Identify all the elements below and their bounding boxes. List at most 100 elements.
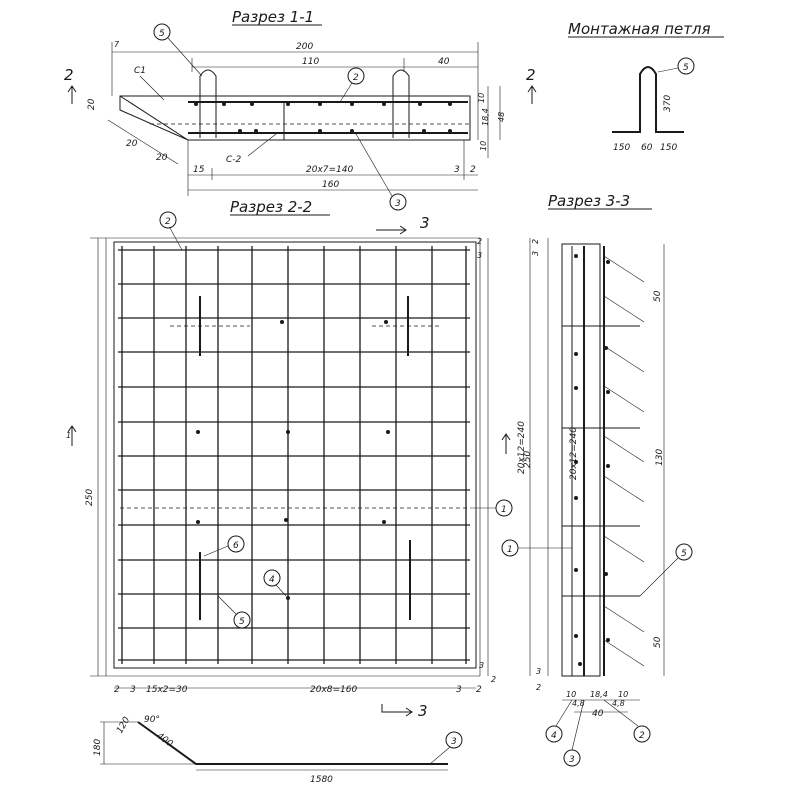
dim-20x12-right: 20х12=240 [517, 421, 527, 474]
cut-arrow [501, 433, 511, 454]
mounting-loop: Монтажная петля 150 60 150 370 5 [568, 20, 724, 153]
cut-marker-2-right: 2 [526, 66, 536, 84]
dim-40: 40 [438, 57, 450, 67]
dim-3-top: 3 [531, 251, 540, 256]
marker-2-circle [159, 211, 177, 229]
dim-10-b: 10 [618, 690, 628, 699]
dim-180: 180 [93, 739, 103, 756]
dim-3: 3 [454, 165, 460, 175]
section-2-2: Разрез 2-2 [66, 198, 527, 720]
leader [355, 133, 393, 197]
label-c1: С1 [134, 66, 146, 76]
section-3-3: Разрез 3-3 [501, 192, 693, 767]
arrow-label-1: 1 [66, 431, 71, 440]
marker-5: 5 [683, 63, 689, 73]
dim-20-bevel-a: 20 [126, 139, 138, 149]
marker-4: 4 [269, 575, 275, 585]
dim-3-bottom-left: 3 [536, 667, 541, 676]
marker-6: 6 [233, 541, 239, 551]
dim-10-right-b: 10 [479, 141, 488, 151]
dim-130: 130 [655, 449, 665, 466]
loop-dim-370: 370 [663, 95, 673, 112]
dim-20x7: 20х7=140 [306, 165, 353, 175]
cut-3-top: 3 [420, 214, 430, 232]
dim-18-4: 18,4 [590, 690, 608, 699]
cut-arrow [67, 425, 77, 446]
leader [247, 133, 277, 157]
rebar-dots [194, 102, 452, 133]
marker-2: 2 [639, 731, 645, 741]
leader [571, 699, 585, 751]
lifting-loop-right [392, 69, 410, 138]
loop-shape [612, 66, 684, 133]
marker-1: 1 [501, 505, 507, 515]
marker-4-circle [263, 569, 281, 587]
cut-arrow-right [527, 85, 537, 104]
leader [603, 699, 639, 727]
loop-dim-60: 60 [641, 143, 653, 153]
dim-3-right-top: 3 [477, 251, 482, 260]
marker-5: 5 [681, 549, 687, 559]
panel-outline [113, 241, 477, 669]
dim-18-4-right: 18,4 [481, 108, 490, 126]
marker-5-circle [153, 23, 171, 41]
dim-20-bevel-b: 20 [156, 153, 168, 163]
marker-3-circle [389, 193, 407, 211]
section-2-2-title: Разрез 2-2 [230, 198, 312, 216]
dim-10-right: 10 [477, 93, 486, 103]
dim-1580: 1580 [310, 775, 333, 785]
dim-3-right-bottom: 3 [479, 661, 484, 670]
marker-2: 2 [353, 73, 359, 83]
leader [169, 227, 183, 251]
cut-marker-2-left: 2 [64, 66, 74, 84]
dim-20x12-left: 20х12=240 [569, 427, 579, 480]
dim-120: 120 [115, 715, 132, 735]
leader [275, 584, 287, 597]
cut-arrow-3-bottom [381, 704, 413, 717]
dim-7: 7 [114, 40, 120, 49]
mounting-loop-title: Монтажная петля [568, 20, 711, 38]
dim-50-bottom: 50 [653, 636, 663, 648]
leader [217, 595, 237, 615]
dim-160: 160 [322, 180, 339, 190]
label-c2: С-2 [226, 155, 242, 165]
marker-2-circle [633, 725, 651, 743]
dim-40: 40 [592, 709, 604, 719]
dim-250-left: 250 [85, 489, 95, 506]
marker-1: 1 [507, 545, 513, 555]
marker-5-circle [675, 543, 693, 561]
dim-2-right-top: 2 [477, 237, 482, 246]
section-3-3-title: Разрез 3-3 [548, 192, 630, 210]
dim-2-bottom: 2 [114, 685, 120, 695]
angle-90: 90° [144, 715, 160, 725]
leader [167, 37, 203, 77]
dim-250-left: 250 [523, 451, 533, 468]
dim-110: 110 [302, 57, 319, 67]
dim-2-right-bottom: 2 [491, 675, 496, 684]
dim-2: 2 [470, 165, 476, 175]
marker-2: 2 [165, 217, 171, 227]
cut-arrow-left [67, 85, 77, 104]
marker-3: 3 [569, 755, 575, 765]
marker-3: 3 [451, 737, 457, 747]
dim-4-8-a: 4,8 [572, 699, 585, 708]
slab-outline [119, 95, 471, 141]
dim-20-vertical: 20 [87, 98, 97, 110]
dim-3-bottom: 3 [130, 685, 136, 695]
marker-5: 5 [159, 29, 165, 39]
leader [639, 557, 679, 597]
section-1-1: Разрез 1-1 200 110 40 7 [64, 8, 537, 211]
loop-dim-150-left: 150 [613, 143, 630, 153]
dim-50-top: 50 [653, 290, 663, 302]
leader [139, 75, 165, 101]
marker-5-circle [233, 611, 251, 629]
marker-2-circle [347, 67, 365, 85]
dim-200: 200 [296, 42, 313, 52]
slab-bevel [119, 95, 189, 141]
leader [429, 746, 451, 765]
dim-48-right: 48 [497, 112, 506, 122]
marker-5-circle [677, 57, 695, 75]
leader [203, 545, 229, 557]
marker-6-circle [227, 535, 245, 553]
